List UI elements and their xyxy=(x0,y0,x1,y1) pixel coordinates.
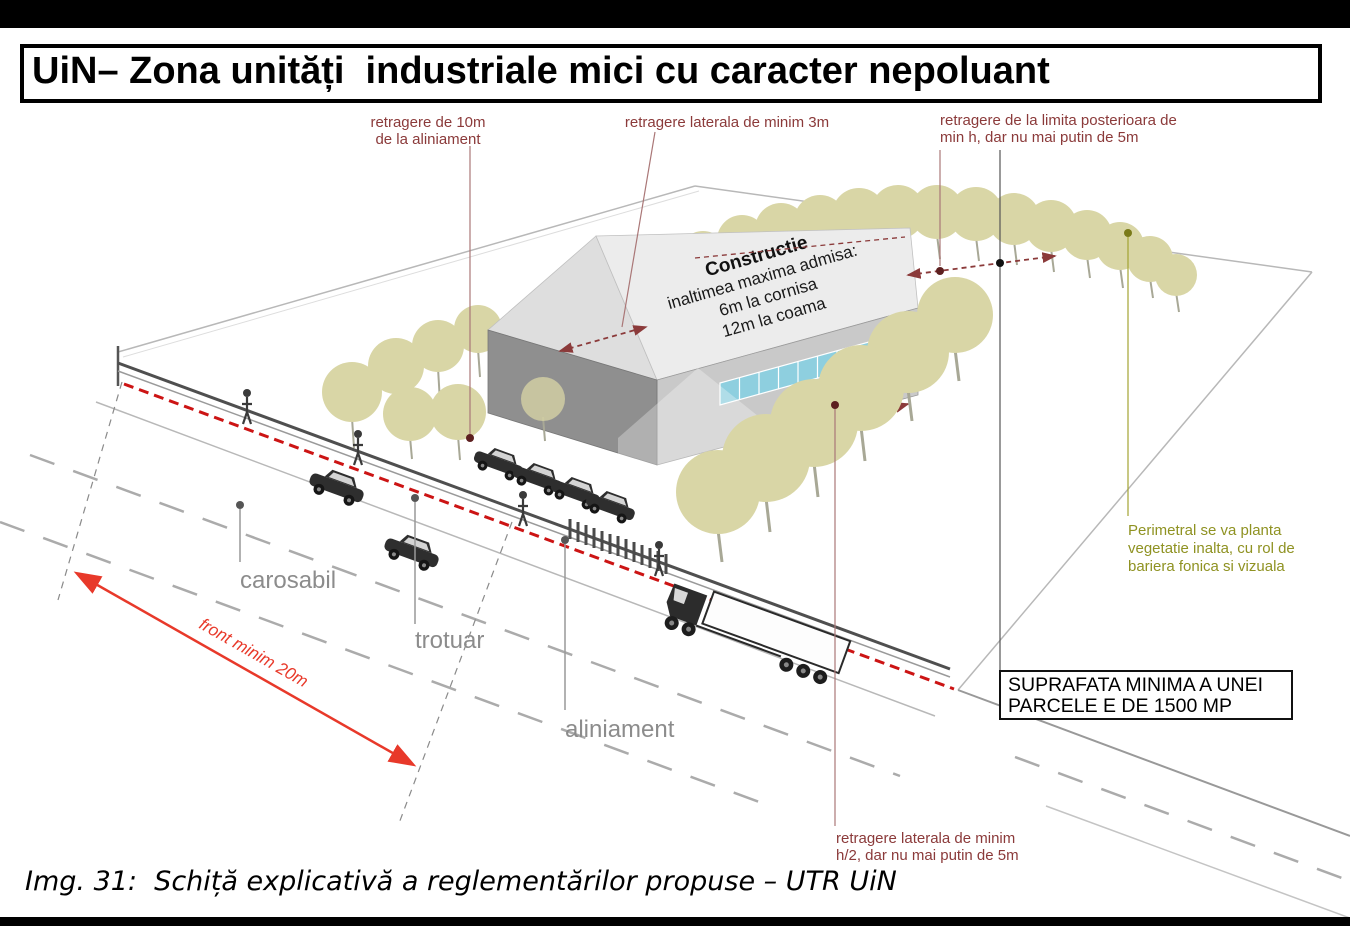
truck-window xyxy=(673,588,689,605)
annotation-rear-setback-line2: min h, dar nu mai putin de 5m xyxy=(940,129,1138,146)
sidewalk-edge xyxy=(95,401,936,717)
min-parcel-box: SUPRAFATA MINIMA A UNEI PARCELE E DE 150… xyxy=(999,670,1293,720)
annotation-side-setback-h2-line1: retragere laterala de minim xyxy=(836,830,1015,847)
leader-lines xyxy=(236,131,1132,826)
car xyxy=(305,463,369,510)
dot-vegetation xyxy=(1124,229,1132,237)
pedestrian xyxy=(352,430,364,466)
dot-carosabil xyxy=(236,501,244,509)
annotation-side-setback-h2-line2: h/2, dar nu mai putin de 5m xyxy=(836,847,1019,864)
min-parcel-box-frame xyxy=(999,670,1293,720)
dimension-guide-1 xyxy=(57,381,123,601)
pedestrian xyxy=(653,541,665,577)
min-parcel-line1: SUPRAFATA MINIMA A UNEI xyxy=(1008,674,1263,696)
pedestrians xyxy=(241,389,665,577)
rear-setback-arrow xyxy=(906,252,1057,279)
dot-trotuar xyxy=(411,494,419,502)
lane-marking-3 xyxy=(1014,755,1350,883)
front-min-label: front minim 20m xyxy=(196,614,311,691)
car xyxy=(380,528,444,575)
building-left-wall xyxy=(487,329,658,466)
lane-marking-2 xyxy=(0,520,771,808)
gate-hatch xyxy=(568,519,668,574)
road-far-edge xyxy=(1045,805,1350,919)
annotation-vegetation-line1: Perimetral se va planta xyxy=(1128,522,1282,539)
figure-caption: Img. 31: Schiță explicativă a reglementă… xyxy=(25,866,897,897)
tree-rows-front xyxy=(322,277,993,563)
title-box: UiN– Zona unități industriale mici cu ca… xyxy=(20,44,1322,103)
fence-line xyxy=(117,361,951,671)
dot-front-setback xyxy=(466,434,474,442)
annotation-texts: retragere de 10m de la aliniament retrag… xyxy=(240,112,1295,864)
truck xyxy=(664,583,852,685)
front-min-dimension: front minim 20m xyxy=(73,571,417,767)
front-min-arrow xyxy=(73,571,417,767)
pedestrian xyxy=(517,491,529,527)
window-mullions xyxy=(738,345,858,400)
annotation-vegetation-line2: vegetatie inalta, cu rol de xyxy=(1128,540,1295,557)
annotation-vegetation-line3: bariera fonica si vizuala xyxy=(1128,558,1285,575)
label-carosabil: carosabil xyxy=(240,567,336,594)
dot-side-setback-h2 xyxy=(831,401,839,409)
truck-trailer xyxy=(701,590,852,675)
side-setback-arrow-left xyxy=(558,325,648,353)
pedestrian xyxy=(241,389,253,425)
label-aliniament: aliniament xyxy=(565,716,675,743)
label-trotuar: trotuar xyxy=(415,627,484,654)
dot-min-parcel xyxy=(996,259,1004,267)
parcel-right-boundary xyxy=(957,271,1313,691)
dot-aliniament xyxy=(561,536,569,544)
tree-trunks-front xyxy=(716,348,961,563)
parcel-left-boundary xyxy=(117,185,696,353)
lane-marking-1 xyxy=(29,453,901,778)
truck-chassis xyxy=(695,624,782,658)
leader-side-setback-3m xyxy=(621,131,656,328)
page-title: UiN– Zona unități industriale mici cu ca… xyxy=(32,50,1050,92)
vehicles xyxy=(305,442,852,685)
annotation-front-setback-line2: de la aliniament xyxy=(375,131,481,148)
dot-rear-setback xyxy=(936,267,944,275)
annotation-rear-setback-line1: retragere de la limita posterioara de xyxy=(940,112,1177,129)
bottom-black-strip xyxy=(0,917,1350,926)
top-black-strip xyxy=(0,0,1350,28)
dimension-guide-2 xyxy=(397,521,513,827)
annotation-front-setback-line1: retragere de 10m xyxy=(370,114,485,131)
tree-canopies-front xyxy=(322,277,993,534)
min-parcel-line2: PARCELE E DE 1500 MP xyxy=(1008,695,1232,717)
rear-setback-dashed-line xyxy=(694,236,906,259)
annotation-side-setback-3m: retragere laterala de minim 3m xyxy=(625,114,829,131)
parcel-left-boundary-inner xyxy=(122,190,700,358)
